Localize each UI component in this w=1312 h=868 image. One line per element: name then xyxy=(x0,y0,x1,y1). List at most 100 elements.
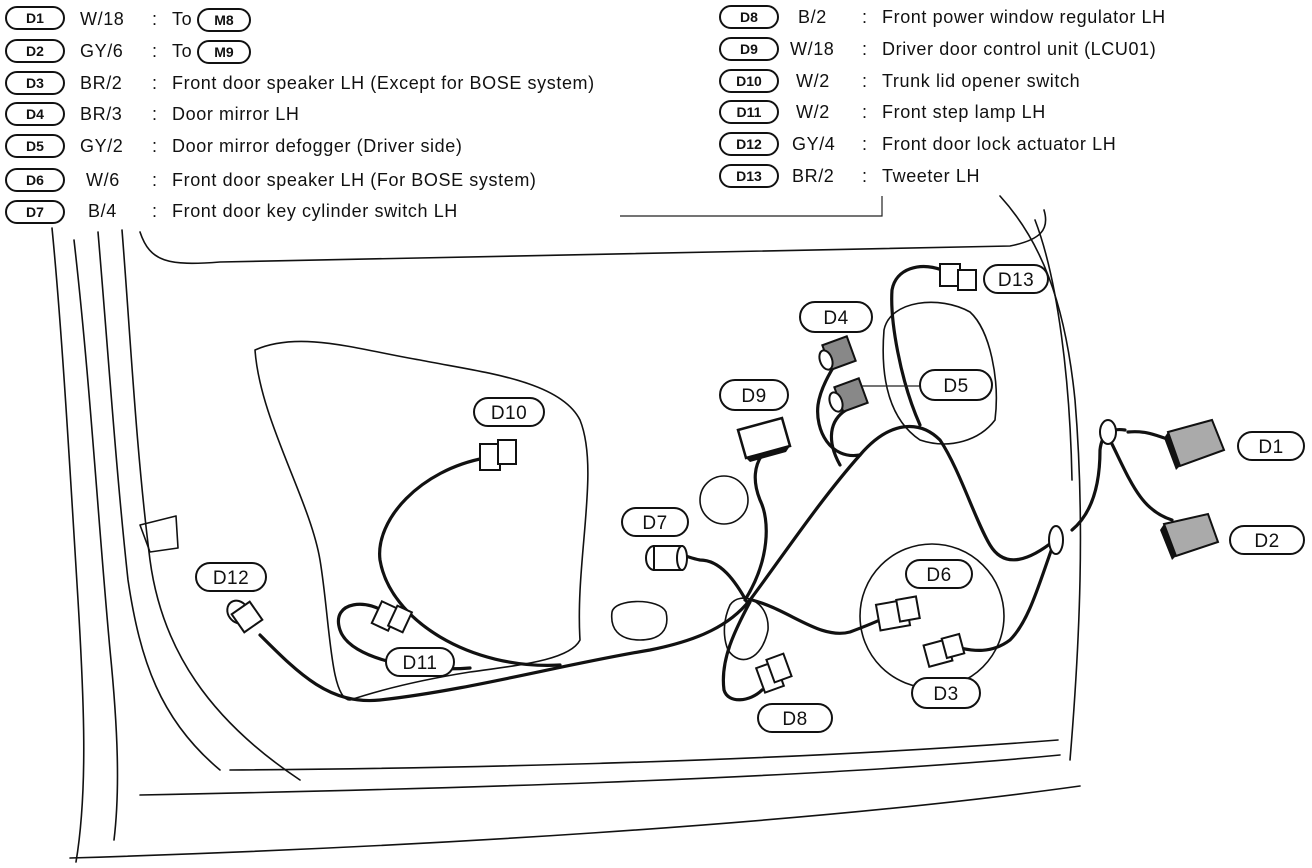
callout-label: D7 xyxy=(642,513,667,534)
callout-d13: D13 xyxy=(983,264,1049,294)
callout-d5: D5 xyxy=(862,369,993,401)
legend-colon: : xyxy=(152,9,158,29)
door-outline xyxy=(51,195,1082,863)
legend-desc: To xyxy=(172,41,192,61)
legend-row-d1: D1 W/18 : To M8 xyxy=(5,6,251,32)
legend-color: GY/4 xyxy=(792,134,835,154)
legend-id: D11 xyxy=(737,104,762,120)
legend-desc: Front door lock actuator LH xyxy=(882,134,1116,154)
legend-id: D3 xyxy=(26,75,44,91)
legend-color: GY/2 xyxy=(80,136,123,156)
legend-colon: : xyxy=(152,41,158,61)
callout-d4: D4 xyxy=(799,301,873,333)
legend-row-d8: D8 B/2 : Front power window regulator LH xyxy=(719,5,1166,29)
legend-id: D10 xyxy=(736,73,762,89)
legend-row-d11: D11 W/2 : Front step lamp LH xyxy=(719,100,1045,124)
legend-colon: : xyxy=(152,136,158,156)
callout-label: D13 xyxy=(998,270,1034,291)
connector-d5 xyxy=(828,377,869,413)
callout-label: D8 xyxy=(782,709,807,730)
legend-id: D13 xyxy=(736,168,762,184)
connector-d6 xyxy=(874,595,921,632)
legend-color: B/4 xyxy=(88,201,117,221)
connector-d1 xyxy=(1164,418,1226,470)
legend-desc: Front power window regulator LH xyxy=(882,7,1166,27)
connectors xyxy=(226,263,1226,694)
legend-desc: Front door speaker LH (For BOSE system) xyxy=(172,170,537,190)
legend-colon: : xyxy=(862,166,868,186)
legend-color: BR/2 xyxy=(792,166,834,186)
legend-id: D9 xyxy=(740,41,758,57)
callout-d3: D3 xyxy=(911,677,981,709)
legend-colon: : xyxy=(862,7,868,27)
legend-color: W/2 xyxy=(796,71,830,91)
legend-desc: Trunk lid opener switch xyxy=(882,71,1080,91)
legend-row-d9: D9 W/18 : Driver door control unit (LCU0… xyxy=(719,37,1156,61)
legend-row-d13: D13 BR/2 : Tweeter LH xyxy=(719,164,980,188)
connector-d2 xyxy=(1160,512,1220,560)
legend-row-d7: D7 B/4 : Front door key cylinder switch … xyxy=(5,200,458,224)
connector-d9 xyxy=(736,416,792,462)
connector-d11 xyxy=(370,599,414,634)
legend-row-d4: D4 BR/3 : Door mirror LH xyxy=(5,102,299,126)
legend-color: W/18 xyxy=(790,39,834,59)
legend-desc: Front door key cylinder switch LH xyxy=(172,201,458,221)
legend-id: D12 xyxy=(736,136,762,152)
legend-id: D6 xyxy=(26,172,44,188)
connector-d8 xyxy=(754,652,793,694)
callout-label: D10 xyxy=(491,403,527,424)
legend-color: W/2 xyxy=(796,102,830,122)
connector-d3 xyxy=(922,632,966,668)
legend-colon: : xyxy=(152,170,158,190)
legend-color: W/6 xyxy=(86,170,120,190)
legend-row-d10: D10 W/2 : Trunk lid opener switch xyxy=(719,69,1080,93)
legend-desc: Driver door control unit (LCU01) xyxy=(882,39,1156,59)
legend-row-d12: D12 GY/4 : Front door lock actuator LH xyxy=(719,132,1116,156)
legend-desc: Door mirror LH xyxy=(172,104,299,124)
legend-colon: : xyxy=(862,39,868,59)
legend-colon: : xyxy=(862,102,868,122)
callout-d9: D9 xyxy=(719,379,789,411)
legend-colon: : xyxy=(862,71,868,91)
callout-d2: D2 xyxy=(1229,525,1305,555)
legend-desc: To xyxy=(172,9,192,29)
callout-label: D9 xyxy=(741,386,766,407)
callout-d1: D1 xyxy=(1237,431,1305,461)
callout-label: D2 xyxy=(1254,531,1279,552)
legend-row-d2: D2 GY/6 : To M9 xyxy=(5,39,251,64)
callouts: D13 D4 D5 D9 D10 D1 D7 D2 xyxy=(195,264,1305,733)
legend-color: BR/3 xyxy=(80,104,122,124)
legend-desc: Tweeter LH xyxy=(882,166,980,186)
callout-label: D12 xyxy=(213,568,249,589)
legend-id: D2 xyxy=(26,43,44,59)
legend-ref: M9 xyxy=(214,44,234,60)
legend-color: B/2 xyxy=(798,7,827,27)
legend-row-d5: D5 GY/2 : Door mirror defogger (Driver s… xyxy=(5,134,462,158)
legend-id: D5 xyxy=(26,138,44,154)
callout-label: D5 xyxy=(943,376,968,397)
connector-d7 xyxy=(645,545,688,571)
legend-id: D7 xyxy=(26,204,44,220)
legend-color: GY/6 xyxy=(80,41,123,61)
callout-d6: D6 xyxy=(905,559,973,589)
callout-label: D3 xyxy=(933,684,958,705)
callout-d11: D11 xyxy=(385,647,455,677)
callout-label: D1 xyxy=(1258,437,1283,458)
legend-color: BR/2 xyxy=(80,73,122,93)
connector-d4 xyxy=(818,335,857,371)
legend-row-d3: D3 BR/2 : Front door speaker LH (Except … xyxy=(5,71,594,95)
legend-colon: : xyxy=(862,134,868,154)
legend-row-d6: D6 W/6 : Front door speaker LH (For BOSE… xyxy=(5,168,537,192)
callout-label: D11 xyxy=(403,653,438,674)
callout-label: D4 xyxy=(823,308,848,329)
legend-ref: M8 xyxy=(214,12,234,28)
grommet xyxy=(1048,419,1117,555)
legend-colon: : xyxy=(152,73,158,93)
connector-d12 xyxy=(226,599,264,634)
connector-d10 xyxy=(479,439,517,471)
legend-right: D8 B/2 : Front power window regulator LH… xyxy=(719,5,1166,188)
callout-d12: D12 xyxy=(195,562,267,592)
wire-harness xyxy=(258,265,1174,703)
legend-color: W/18 xyxy=(80,9,124,29)
